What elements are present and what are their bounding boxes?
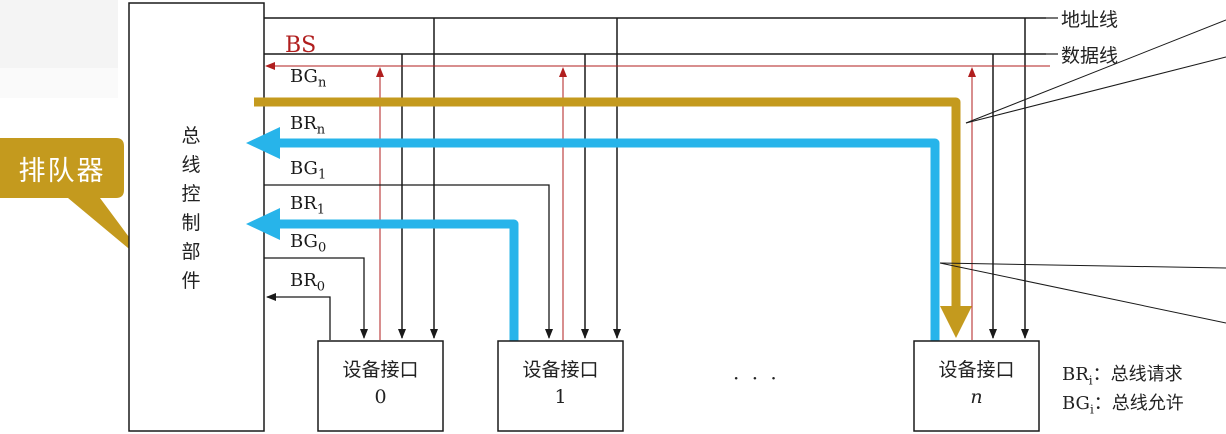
device-interface-n: 设备接口 n: [938, 359, 1015, 408]
controller-char: 总: [181, 125, 201, 147]
device-box-1: [497, 340, 624, 432]
controller-char: 线: [181, 154, 201, 176]
pointer-lines: [939, 19, 1226, 324]
request-path-n: [246, 127, 940, 342]
signal-label-bgn: BGn: [290, 66, 327, 91]
signal-label-brn: BRn: [290, 113, 326, 138]
br0-line: [266, 293, 331, 340]
legend-bg: BGi：总线允许: [1062, 393, 1184, 417]
address-bus: [264, 17, 1046, 339]
controller-label: 总 线 控 制 部 件: [176, 122, 206, 296]
grant-path: [254, 97, 972, 338]
bus-controller-box: [128, 2, 265, 432]
ellipsis: · · ·: [733, 366, 780, 390]
controller-char: 控: [181, 183, 201, 205]
bg1-line: [264, 184, 553, 339]
callout-label: 排队器: [18, 155, 106, 187]
device-interface-1: 设备接口 1: [522, 359, 599, 408]
signal-label-bg0: BG0: [290, 231, 327, 256]
bs-label: BS: [285, 33, 317, 58]
request-path-1: [246, 208, 519, 342]
bg0-line: [264, 257, 368, 339]
data-bus-label: 数据线: [1061, 45, 1119, 67]
device-box-n: [913, 340, 1040, 432]
device-box-0: [317, 340, 444, 432]
background-panel: [0, 0, 118, 68]
data-bus: [264, 53, 1046, 339]
background-panel-lower: [0, 68, 118, 98]
signal-label-br1: BR1: [290, 193, 326, 218]
signal-label-bg1: BG1: [290, 158, 327, 183]
address-bus-label: 地址线: [1061, 9, 1119, 31]
controller-char: 部: [181, 241, 201, 263]
callout-bubble: [0, 138, 152, 268]
legend-br: BRi：总线请求: [1062, 364, 1183, 388]
controller-char: 件: [181, 270, 201, 292]
controller-char: 制: [181, 212, 201, 234]
signal-label-br0: BR0: [290, 270, 326, 295]
bs-line: [265, 62, 1050, 340]
device-interface-0: 设备接口 0: [342, 359, 419, 408]
